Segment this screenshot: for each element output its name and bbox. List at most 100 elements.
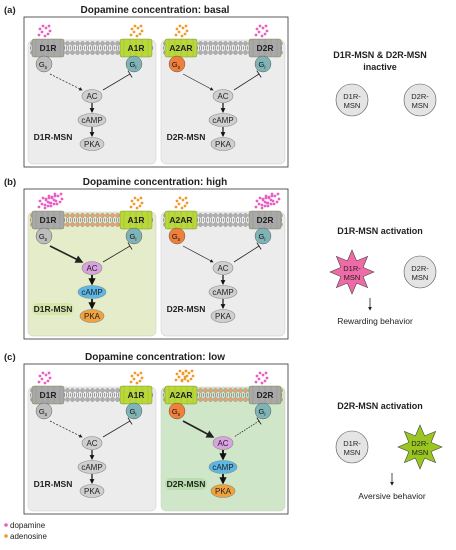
cell-label: D1R-MSN: [34, 304, 73, 314]
lipid-head-icon: [198, 213, 203, 218]
dopamine-dot: [49, 201, 53, 205]
panel-label: (c): [4, 352, 16, 363]
d2r-msn-label: D2R-: [411, 439, 429, 448]
inhibition-line: [102, 73, 131, 91]
adenosine-dot: [180, 206, 184, 210]
pka-label: PKA: [215, 140, 232, 149]
cell-label: D2R-MSN: [167, 304, 206, 314]
ac-label: AC: [217, 264, 228, 273]
dopamine-dot: [267, 195, 271, 199]
lipid-head-icon: [85, 397, 90, 402]
adenosine-legend-label: adenosine: [10, 532, 47, 541]
dopamine-dot: [257, 377, 261, 381]
lipid-head-icon: [218, 50, 223, 55]
gs-protein-icon: [35, 227, 53, 245]
pka-node: [79, 137, 105, 151]
lipid-head-icon: [198, 50, 203, 55]
camp-node: [77, 285, 107, 299]
inhibition-line: [233, 245, 260, 263]
dopamine-dot: [255, 27, 259, 31]
ac-node: [212, 261, 234, 275]
lipid-head-icon: [70, 397, 75, 402]
lipid-head-icon: [110, 388, 115, 393]
adenosine-dot: [177, 202, 181, 206]
panel-title: Dopamine concentration: low: [85, 352, 225, 363]
lipid-head-icon: [100, 397, 105, 402]
lipid-head-icon: [100, 50, 105, 55]
adenosine-dot: [136, 198, 140, 202]
lipid-head-icon: [213, 41, 218, 46]
lipid-head-icon: [100, 41, 105, 46]
lipid-head-icon: [65, 388, 70, 393]
lipid-head-icon: [238, 222, 243, 227]
d1r-msn-activated-star: [329, 249, 375, 295]
gi-protein-icon: [254, 402, 272, 420]
lipid-head-icon: [203, 388, 208, 393]
lipid-head-icon: [243, 41, 248, 46]
lipid-head-icon: [213, 213, 218, 218]
dopamine-dot: [255, 199, 259, 203]
dopamine-dot: [258, 196, 262, 200]
panel-frame: [23, 363, 289, 515]
lipid-head-icon: [208, 41, 213, 46]
d1r-msn-label: D1R-: [343, 264, 361, 273]
adenosine-dot: [129, 380, 133, 384]
adenosine-dot: [139, 371, 143, 375]
ac-node: [81, 436, 103, 450]
lipid-head-icon: [228, 41, 233, 46]
lipid-head-icon: [75, 41, 80, 46]
lipid-head-icon: [243, 50, 248, 55]
gs-protein-label: Gs: [39, 232, 48, 243]
outcome-subtitle: inactive: [363, 62, 397, 72]
gs-protein-icon: [168, 402, 186, 420]
dopamine-dot: [53, 194, 57, 198]
dopamine-dot: [38, 199, 42, 203]
lipid-head-icon: [115, 41, 120, 46]
camp-label: cAMP: [212, 288, 233, 297]
dopamine-dot: [46, 32, 50, 36]
lipid-head-icon: [110, 50, 115, 55]
lipid-head-icon: [90, 213, 95, 218]
dopamine-dot: [273, 194, 277, 198]
d2r-msn-node: [403, 255, 437, 289]
lipid-head-icon: [110, 222, 115, 227]
lipid-head-icon: [105, 388, 110, 393]
dopamine-dot: [50, 195, 54, 199]
lipid-head-icon: [233, 41, 238, 46]
dopamine-dot: [46, 200, 50, 204]
dopamine-dot: [43, 206, 47, 210]
dopamine-dot: [258, 371, 262, 375]
gs-protein-label: Gs: [172, 407, 181, 418]
dopamine-dot: [260, 34, 264, 38]
dopamine-dot: [60, 197, 64, 201]
camp-node: [208, 113, 238, 127]
lipid-head-icon: [243, 222, 248, 227]
lipid-head-icon: [80, 50, 85, 55]
adenosine-dot: [184, 196, 188, 200]
inhibition-line: [233, 420, 260, 438]
lipid-head-icon: [110, 213, 115, 218]
dopamine-dot: [264, 196, 268, 200]
adenosine-dot: [174, 378, 178, 382]
dopamine-dot: [254, 33, 258, 37]
behavior-label: Aversive behavior: [358, 491, 426, 501]
dopamine-dot: [47, 371, 51, 375]
adenosine-dot: [174, 205, 178, 209]
camp-label: cAMP: [212, 116, 233, 125]
dopamine-dot: [269, 198, 273, 202]
a2ar-label: A2AR: [169, 390, 192, 400]
gi-protein-label: Gi: [259, 60, 266, 71]
pka-node: [79, 309, 105, 323]
ac-label: AC: [86, 264, 97, 273]
dopamine-dot: [53, 192, 57, 196]
lipid-head-icon: [80, 213, 85, 218]
dopamine-legend-dot: [4, 523, 8, 527]
panel-title: Dopamine concentration: high: [83, 177, 227, 188]
adenosine-legend-dot: [4, 534, 8, 538]
cell-label: D1R-MSN: [34, 132, 73, 142]
dopamine-dot: [48, 376, 52, 380]
adenosine-dot: [135, 381, 139, 385]
gi-protein-icon: [125, 227, 143, 245]
d2r-msn-node: [403, 83, 437, 117]
